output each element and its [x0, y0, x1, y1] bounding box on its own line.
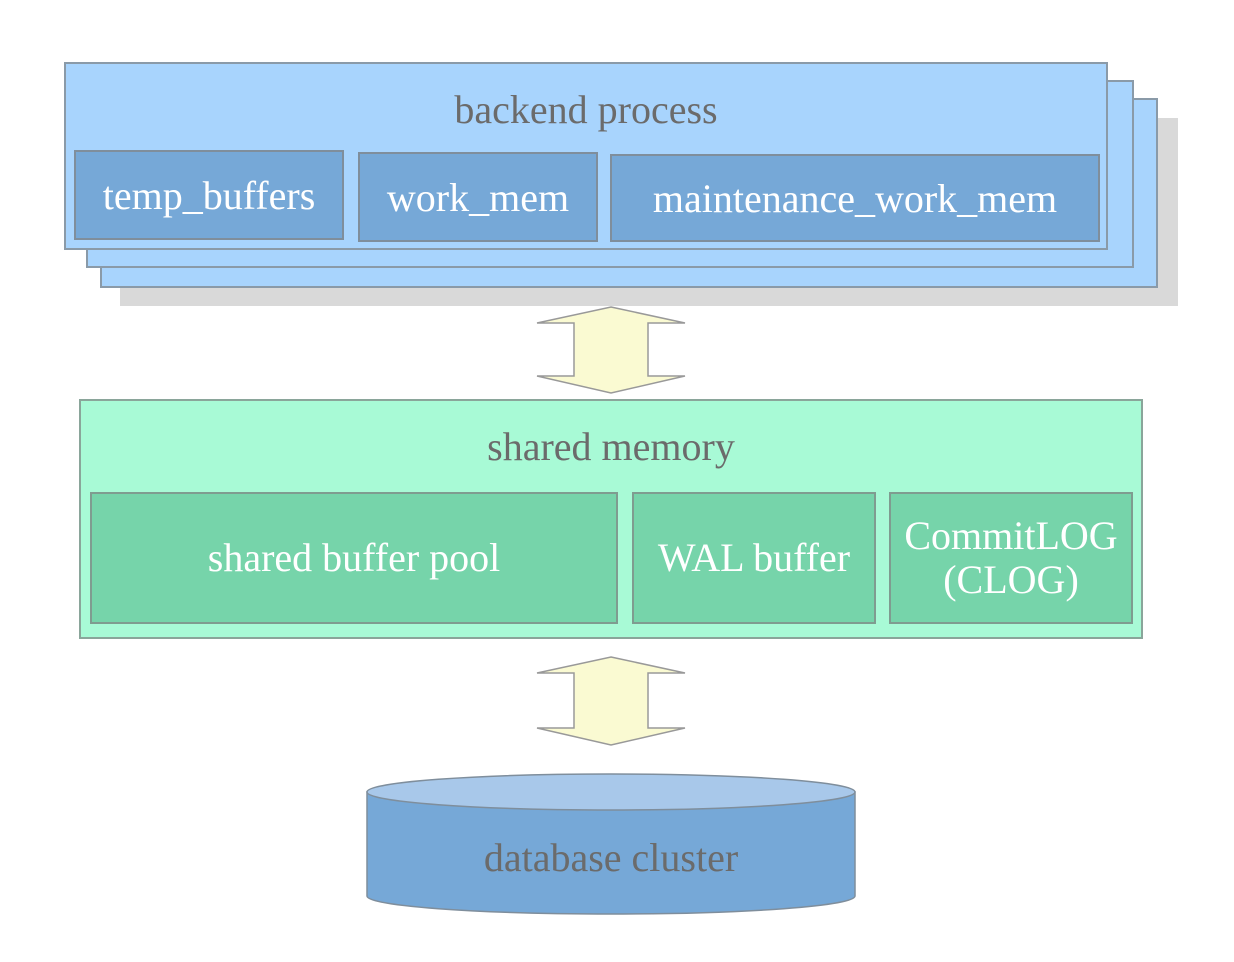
backend-process-panel: backend process temp_buffers work_mem ma…	[64, 62, 1108, 250]
maintenance-work-mem-box: maintenance_work_mem	[610, 154, 1100, 242]
backend-process-title: backend process	[454, 87, 718, 132]
temp-buffers-box: temp_buffers	[74, 150, 344, 240]
work-mem-box: work_mem	[358, 152, 598, 242]
commit-log-box: CommitLOG (CLOG)	[889, 492, 1133, 624]
database-cluster-label: database cluster	[483, 835, 739, 880]
wal-buffer-box: WAL buffer	[632, 492, 876, 624]
bidirectional-arrow-upper	[536, 306, 686, 394]
shared-memory-panel: shared memory shared buffer pool WAL buf…	[79, 399, 1143, 639]
bidirectional-arrow-lower	[536, 656, 686, 746]
shared-memory-title: shared memory	[487, 424, 735, 469]
database-cluster: database cluster	[367, 810, 855, 910]
shared-buffer-pool-box: shared buffer pool	[90, 492, 618, 624]
database-cylinder	[366, 773, 856, 915]
